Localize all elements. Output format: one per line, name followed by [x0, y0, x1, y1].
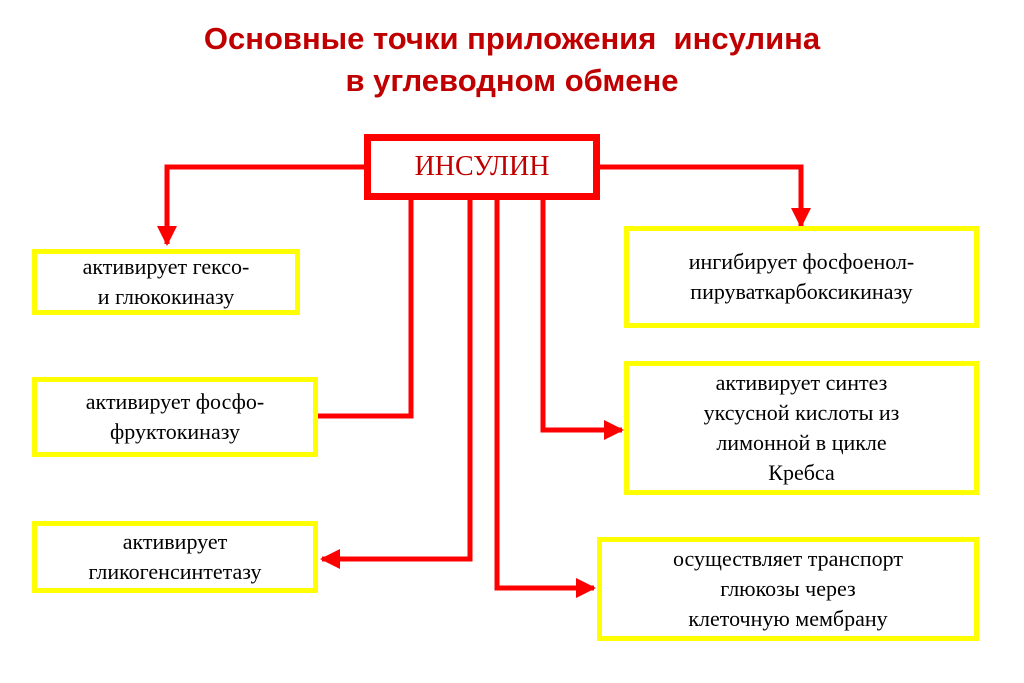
glycogen-synthase-line-1: активирует: [122, 529, 228, 554]
hexokinase-line-1: активирует гексо-: [82, 254, 250, 279]
acetic-acid-box: активирует синтез уксусной кислоты из ли…: [624, 361, 979, 495]
pepck-line-2: пируваткарбоксикиназу: [690, 279, 913, 304]
arrow-to-glycogen-synthase: [320, 200, 473, 569]
title-line-1: Основные точки приложения инсулина: [203, 21, 821, 56]
phosphofructokinase-box: активирует фосфо- фруктокиназу: [32, 377, 318, 457]
pepck-line-1: ингибирует фосфоенол-: [688, 249, 915, 274]
acetic-acid-line-1: активирует синтез: [715, 370, 888, 395]
hexokinase-box: активирует гексо- и глюкокиназу: [32, 249, 300, 315]
glycogen-synthase-line-2: гликогенсинтетазу: [88, 559, 262, 584]
pepck-box: ингибирует фосфоенол- пируваткарбоксикин…: [624, 226, 979, 328]
glucose-transport-line-3: клеточную мембрану: [688, 606, 888, 631]
glucose-transport-line-1: осуществляет транспорт: [672, 546, 903, 571]
glucose-transport-box: осуществляет транспорт глюкозы через кле…: [597, 537, 979, 641]
glucose-transport-line-2: глюкозы через: [720, 576, 856, 601]
insulin-label: ИНСУЛИН: [414, 151, 550, 182]
arrow-to-acetic-acid: [540, 200, 624, 440]
arrow-to-glucose-transport: [494, 200, 596, 598]
insulin-box: ИНСУЛИН: [364, 134, 600, 200]
phosphofructokinase-line-1: активирует фосфо-: [85, 389, 265, 414]
hexokinase-line-2: и глюкокиназу: [97, 284, 235, 309]
page-title: Основные точки приложения инсулина в угл…: [0, 18, 1024, 102]
title-line-2: в углеводном обмене: [345, 63, 679, 98]
arrow-to-phosphofructokinase: [293, 200, 414, 426]
acetic-acid-line-4: Кребса: [768, 460, 835, 485]
acetic-acid-line-3: лимонной в цикле: [716, 430, 887, 455]
arrow-to-pepck: [600, 164, 811, 228]
phosphofructokinase-line-2: фруктокиназу: [110, 419, 240, 444]
glycogen-synthase-box: активирует гликогенсинтетазу: [32, 521, 318, 593]
acetic-acid-line-2: уксусной кислоты из: [703, 400, 900, 425]
arrow-to-hexokinase: [157, 164, 364, 246]
